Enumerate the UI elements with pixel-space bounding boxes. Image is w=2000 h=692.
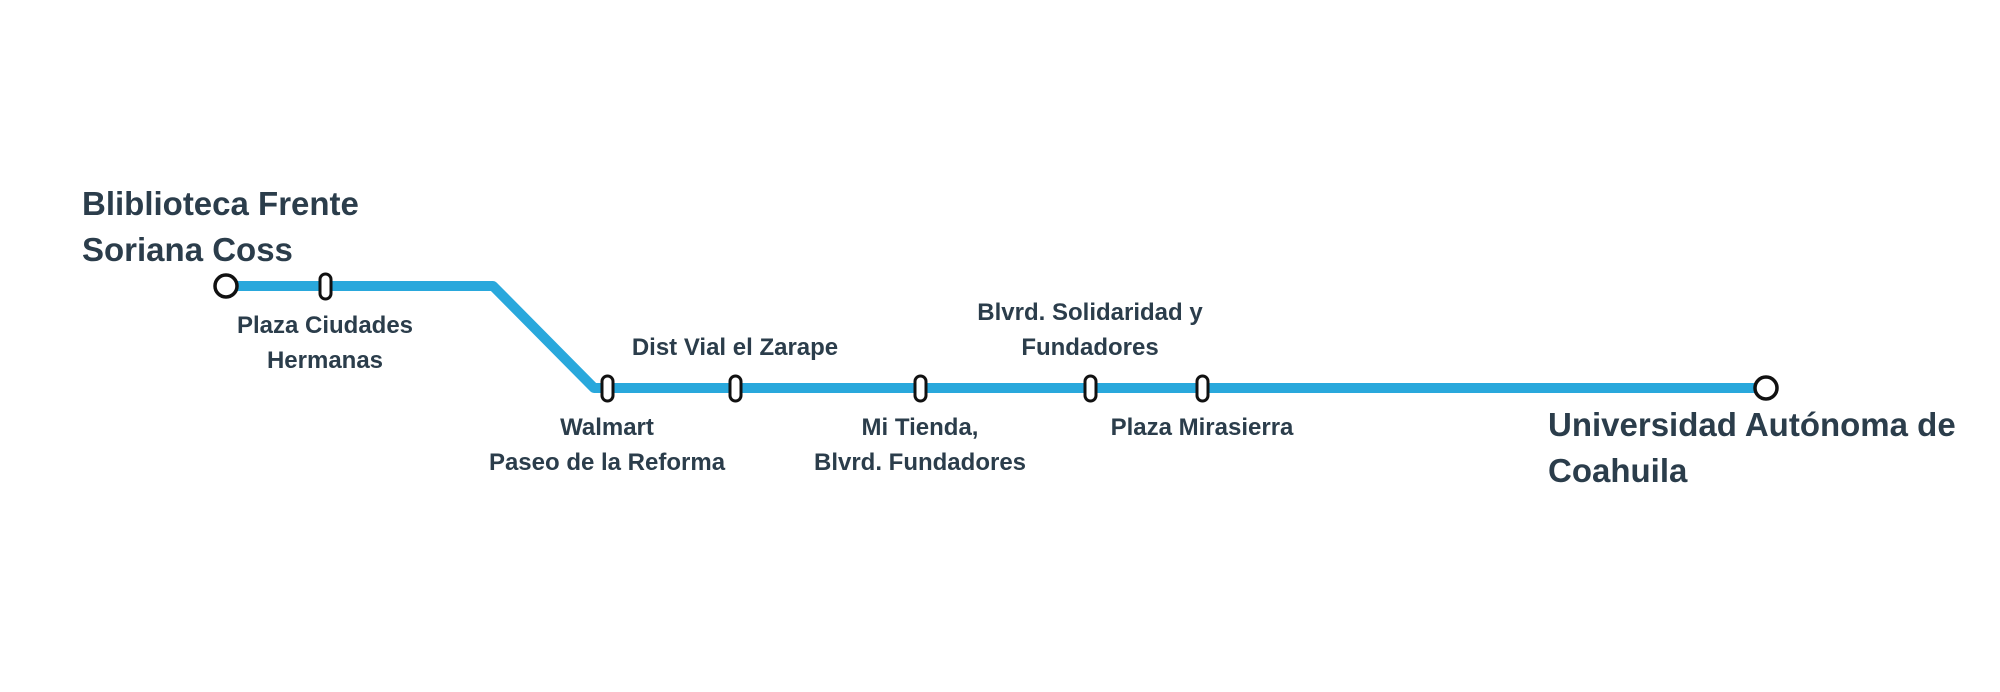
route-line xyxy=(221,281,1771,393)
stop-label-line: Hermanas xyxy=(266,347,384,374)
stop-label-plaza-ciudades-hermanas: Plaza Ciudades Hermanas xyxy=(175,308,475,378)
terminal-marker-origin[interactable] xyxy=(213,273,239,299)
stop-label-mi-tienda: Mi Tienda, Blvrd. Fundadores xyxy=(770,410,1070,480)
stop-label-line: Paseo de la Reforma xyxy=(488,449,726,476)
stop-label-walmart: Walmart Paseo de la Reforma xyxy=(457,410,757,480)
stop-label-blvrd-solidaridad: Blvrd. Solidaridad y Fundadores xyxy=(940,295,1240,365)
terminal-marker-destination[interactable] xyxy=(1753,375,1779,401)
stop-label-line: Plaza Ciudades xyxy=(236,312,414,339)
terminal-label-origin: Bliblioteca Frente Soriana Coss xyxy=(82,181,359,273)
stop-marker-blvrd-solidaridad[interactable] xyxy=(1083,374,1098,403)
terminal-label-line: Universidad Autónoma de xyxy=(1548,406,1956,443)
stop-marker-walmart[interactable] xyxy=(600,374,615,403)
terminal-label-line: Coahuila xyxy=(1548,452,1688,489)
terminal-label-destination: Universidad Autónoma de Coahuila xyxy=(1548,402,1956,494)
stop-label-line: Fundadores xyxy=(1021,334,1159,361)
stop-label-line: Blvrd. Fundadores xyxy=(813,449,1027,476)
stop-marker-mi-tienda[interactable] xyxy=(913,374,928,403)
stop-marker-plaza-ciudades-hermanas[interactable] xyxy=(318,272,333,301)
stop-label-line: Dist Vial el Zarape xyxy=(631,334,839,361)
stop-label-plaza-mirasierra: Plaza Mirasierra xyxy=(1052,410,1352,445)
stop-marker-dist-vial-el-zarape[interactable] xyxy=(728,374,743,403)
stop-label-line: Blvrd. Solidaridad y xyxy=(977,299,1203,326)
stop-label-dist-vial-el-zarape: Dist Vial el Zarape xyxy=(585,330,885,365)
terminal-label-line: Soriana Coss xyxy=(82,231,293,268)
terminal-label-line: Bliblioteca Frente xyxy=(82,185,359,222)
stop-label-line: Plaza Mirasierra xyxy=(1110,414,1294,441)
stop-marker-plaza-mirasierra[interactable] xyxy=(1195,374,1210,403)
stop-label-line: Walmart xyxy=(560,414,654,441)
stop-label-line: Mi Tienda, xyxy=(861,414,979,441)
